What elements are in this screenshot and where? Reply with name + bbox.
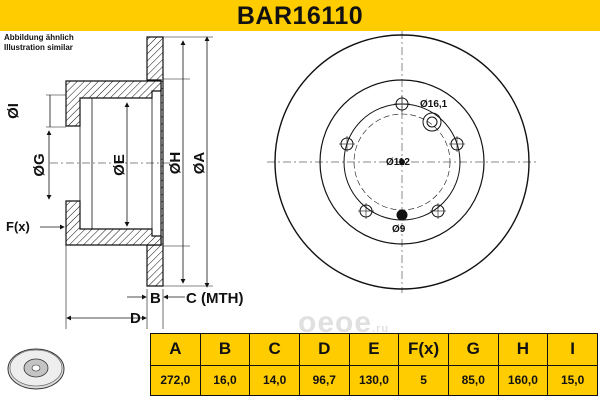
- label-bolt-hole: Ø16,1: [420, 99, 448, 110]
- note-en: Illustration similar: [4, 43, 73, 52]
- spec-value-cell: 5: [398, 364, 449, 396]
- header-bar: BAR16110: [0, 0, 600, 31]
- spec-header-cell: G: [447, 333, 499, 366]
- dim-D: [65, 245, 147, 329]
- spec-value-cell: 15,0: [547, 364, 598, 396]
- technical-drawing: ØI ØG ØE ØH ØA F(x) B C (MTH) D: [5, 31, 537, 329]
- spec-table-header-row: A B C D E F(x) G H I: [150, 333, 598, 366]
- bolt-crosshairs: [339, 96, 465, 219]
- label-F: F(x): [6, 219, 30, 234]
- section-view: [40, 36, 213, 329]
- spec-value-cell: 85,0: [447, 364, 499, 396]
- spec-value-cell: 14,0: [249, 364, 300, 396]
- label-H: ØH: [167, 152, 184, 175]
- label-pcd: Ø112: [386, 157, 410, 168]
- label-C: C (MTH): [186, 290, 243, 307]
- spec-header-cell: B: [199, 333, 251, 366]
- friction-ring-section: [146, 36, 164, 287]
- spec-value-cell: 272,0: [150, 364, 201, 396]
- hat-section-top: [65, 80, 162, 127]
- spec-value-cell: 160,0: [497, 364, 549, 396]
- label-A: ØA: [191, 152, 208, 175]
- spec-table-value-row: 272,0 16,0 14,0 96,7 130,0 5 85,0 160,0 …: [150, 364, 598, 396]
- spec-header-cell: C: [249, 333, 300, 366]
- spec-header-cell: F(x): [398, 333, 449, 366]
- spec-value-cell: 16,0: [199, 364, 251, 396]
- dim-B-C: [127, 289, 185, 329]
- label-I: ØI: [5, 103, 22, 119]
- spec-table: A B C D E F(x) G H I 272,0 16,0 14,0 96,…: [150, 333, 598, 396]
- label-G: ØG: [31, 153, 48, 176]
- spec-header-cell: D: [298, 333, 350, 366]
- dim-I: [46, 94, 66, 128]
- label-E: ØE: [111, 154, 128, 176]
- spec-header-cell: I: [547, 333, 598, 366]
- spec-value-cell: 130,0: [348, 364, 400, 396]
- dim-A: [163, 36, 213, 288]
- spec-header-cell: E: [348, 333, 400, 366]
- dim-H: [163, 40, 190, 284]
- spec-header-cell: H: [497, 333, 549, 366]
- front-view: [267, 31, 537, 293]
- label-small-hole: Ø9: [392, 224, 406, 235]
- label-B: B: [150, 290, 161, 307]
- brake-disc-thumbnail-icon: [7, 348, 65, 390]
- center-bore: [399, 159, 405, 165]
- label-D: D: [130, 310, 141, 327]
- part-number-title: BAR16110: [236, 2, 364, 30]
- hat-section-bottom: [65, 200, 162, 246]
- spec-header-cell: A: [150, 333, 201, 366]
- note-de: Abbildung ähnlich: [4, 33, 74, 42]
- spec-value-cell: 96,7: [298, 364, 350, 396]
